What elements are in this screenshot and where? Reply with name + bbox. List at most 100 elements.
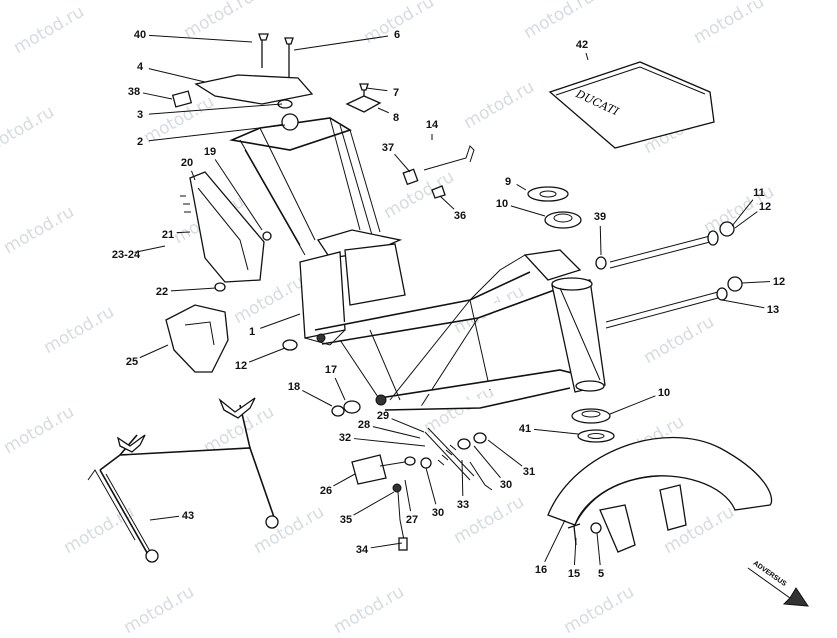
leader-line-c22 — [170, 287, 217, 292]
callout-c2324: 23-24 — [112, 249, 141, 261]
leader-line-c39 — [599, 225, 602, 256]
callout-c31: 31 — [523, 466, 535, 478]
callout-c3: 3 — [137, 109, 143, 121]
leader-line-c2324 — [134, 245, 166, 253]
leader-line-c17 — [334, 377, 346, 401]
callout-c37: 37 — [382, 142, 394, 154]
callout-c28: 28 — [358, 419, 370, 431]
leader-line-c20 — [190, 170, 196, 181]
tool-bag: DUCATI — [548, 61, 715, 149]
leader-line-c19 — [214, 159, 263, 231]
callout-c34: 34 — [356, 544, 369, 556]
leader-line-c6 — [293, 35, 389, 51]
leader-line-c15 — [573, 537, 577, 566]
leader-line-c40 — [148, 34, 253, 43]
callout-c7: 7 — [393, 87, 399, 99]
callout-c26: 26 — [320, 485, 332, 497]
leader-line-c38 — [142, 92, 173, 100]
callout-c13: 13 — [767, 304, 779, 316]
leader-line-c42 — [585, 52, 589, 61]
callout-c25: 25 — [126, 356, 138, 368]
leader-line-c18 — [302, 390, 333, 407]
callout-c15: 15 — [568, 568, 580, 580]
callout-c12c: 12 — [235, 360, 247, 372]
leader-line-c30a — [425, 467, 437, 505]
callout-c6: 6 — [394, 29, 400, 41]
callout-c12b: 12 — [773, 276, 785, 288]
leader-line-c10a — [510, 205, 546, 217]
leader-line-c4 — [148, 68, 206, 83]
leader-line-c5 — [596, 532, 601, 566]
leader-line-c28 — [372, 426, 421, 439]
leader-line-c41 — [533, 428, 579, 435]
leader-line-c26 — [333, 473, 356, 487]
side-panel-parts — [165, 171, 298, 373]
leader-line-c1 — [260, 313, 301, 329]
callout-c27: 27 — [406, 514, 418, 526]
paddock-stand — [87, 397, 279, 563]
leader-line-c27 — [404, 479, 412, 512]
leader-line-c7 — [365, 87, 388, 92]
callout-c43: 43 — [182, 510, 194, 522]
callout-c29: 29 — [377, 410, 389, 422]
callout-c40: 40 — [134, 29, 146, 41]
leader-line-c43 — [149, 515, 180, 521]
leader-line-c2 — [148, 124, 286, 142]
callout-c16: 16 — [535, 564, 547, 576]
callout-c36: 36 — [454, 210, 466, 222]
callout-c10b: 10 — [658, 387, 670, 399]
leader-line-c13 — [721, 299, 765, 309]
callout-c30a: 30 — [432, 507, 444, 519]
leader-line-c30b — [473, 445, 501, 479]
leader-line-c34 — [370, 542, 403, 549]
direction-arrow: ADVERSUS — [747, 560, 809, 607]
callout-c2: 2 — [137, 136, 143, 148]
leader-line-c16 — [544, 519, 566, 563]
leader-line-c11 — [731, 199, 754, 227]
callout-c39: 39 — [594, 211, 606, 223]
leader-line-c36 — [439, 195, 455, 210]
callout-c19: 19 — [204, 146, 216, 158]
callout-c21: 21 — [162, 229, 174, 241]
leader-line-c10b — [609, 395, 656, 415]
callout-c10a: 10 — [496, 198, 508, 210]
callout-c1: 1 — [249, 326, 255, 338]
seat-fixing-parts — [171, 33, 382, 131]
leader-line-c3 — [148, 103, 283, 115]
callout-c4: 4 — [137, 61, 144, 73]
callout-c5: 5 — [598, 568, 604, 580]
callout-c9: 9 — [505, 176, 511, 188]
callout-c42: 42 — [576, 39, 588, 51]
callout-c17: 17 — [325, 364, 337, 376]
callout-c38: 38 — [128, 86, 140, 98]
steering-head-parts — [527, 186, 743, 443]
callout-c33: 33 — [457, 499, 469, 511]
leader-lines — [134, 34, 771, 566]
callout-c18: 18 — [288, 381, 300, 393]
callout-c32: 32 — [339, 432, 351, 444]
callout-c12a: 12 — [759, 201, 771, 213]
front-mudguard — [547, 436, 773, 553]
callout-c41: 41 — [519, 423, 531, 435]
leader-line-c31 — [487, 439, 523, 467]
side-stand-parts — [331, 400, 493, 551]
callout-c30b: 30 — [500, 479, 512, 491]
callout-c8: 8 — [393, 112, 399, 124]
leader-line-c8 — [377, 107, 389, 114]
frame — [229, 117, 606, 411]
leader-line-c33 — [461, 459, 464, 497]
leader-line-c21 — [176, 231, 191, 234]
callout-c20: 20 — [181, 157, 193, 169]
leader-line-c9 — [516, 183, 527, 191]
callout-c35: 35 — [340, 514, 352, 526]
pin-and-clip — [402, 145, 475, 199]
leader-line-c37 — [394, 153, 411, 173]
leader-line-c29 — [391, 418, 425, 433]
leader-line-c32 — [353, 438, 426, 447]
leader-line-c25 — [139, 344, 169, 359]
leader-line-c12b — [741, 281, 771, 284]
leader-line-c12c — [248, 347, 286, 363]
callout-c22: 22 — [156, 286, 168, 298]
